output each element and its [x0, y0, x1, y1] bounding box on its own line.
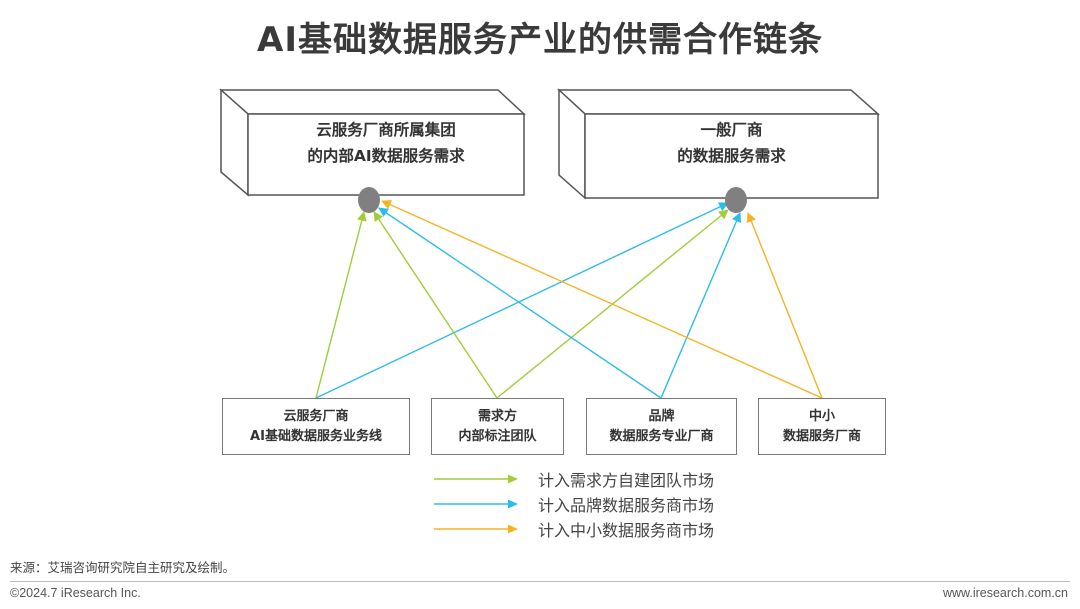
arrow-inhouse-to-left [373, 211, 498, 399]
arrow-cloud-to-left [315, 211, 367, 399]
legend-arrow-blue-icon [434, 499, 518, 509]
node-left [358, 187, 380, 213]
supply-box-brand-vendor: 品牌 数据服务专业厂商 [586, 398, 737, 455]
connection-arrows [315, 200, 823, 399]
arrow-cloud-to-right [315, 202, 729, 399]
arrow-brand-to-right [660, 212, 742, 399]
supply-box-sme-vendor: 中小 数据服务厂商 [758, 398, 886, 455]
legend-arrow-green-icon [434, 474, 518, 484]
arrow-sme-to-right [746, 212, 823, 399]
supply-box-line1: 需求方 [477, 408, 517, 424]
legend-label: 计入中小数据服务商市场 [538, 521, 715, 540]
legend-item-sme: 计入中小数据服务商市场 [434, 518, 714, 540]
supply-box-line2: 数据服务专业厂商 [609, 428, 714, 444]
demand-box-cloud-group-label: 云服务厂商所属集团 的内部AI数据服务需求 [248, 117, 524, 169]
arrow-brand-to-left [378, 207, 662, 399]
supply-box-line2: 内部标注团队 [458, 428, 537, 444]
demand-box-line2: 的数据服务需求 [677, 147, 786, 165]
footer-copyright: ©2024.7 iResearch Inc. [10, 586, 141, 600]
demand-box-general-label: 一般厂商 的数据服务需求 [585, 117, 878, 169]
demand-box-line2: 的内部AI数据服务需求 [307, 147, 465, 165]
node-right [725, 187, 747, 213]
arrow-sme-to-left [381, 200, 823, 399]
demand-box-line1: 云服务厂商所属集团 [316, 121, 456, 139]
demand-box-cloud-group [219, 88, 526, 197]
demand-box-general [557, 88, 880, 200]
page-title: AI基础数据服务产业的供需合作链条 [257, 20, 823, 60]
legend-label: 计入需求方自建团队市场 [538, 471, 715, 490]
footer-website-link[interactable]: www.iresearch.com.cn [942, 586, 1068, 600]
source-note: 来源：艾瑞咨询研究院自主研究及绘制。 [10, 560, 236, 575]
footer-divider [10, 581, 1070, 582]
legend-arrow-orange-icon [434, 524, 518, 534]
legend-item-self-built: 计入需求方自建团队市场 [434, 468, 714, 490]
supply-box-line2: AI基础数据服务业务线 [250, 428, 382, 444]
supply-box-line1: 中小 [808, 408, 835, 424]
supply-box-line1: 云服务厂商 [283, 408, 349, 424]
legend-item-brand: 计入品牌数据服务商市场 [434, 493, 714, 515]
legend-label: 计入品牌数据服务商市场 [538, 496, 715, 515]
supply-box-line1: 品牌 [648, 408, 675, 424]
demand-box-line1: 一般厂商 [700, 121, 763, 139]
supply-box-line2: 数据服务厂商 [782, 428, 861, 444]
supply-box-inhouse-team: 需求方 内部标注团队 [431, 398, 564, 455]
supply-box-cloud-vendor: 云服务厂商 AI基础数据服务业务线 [222, 398, 410, 455]
